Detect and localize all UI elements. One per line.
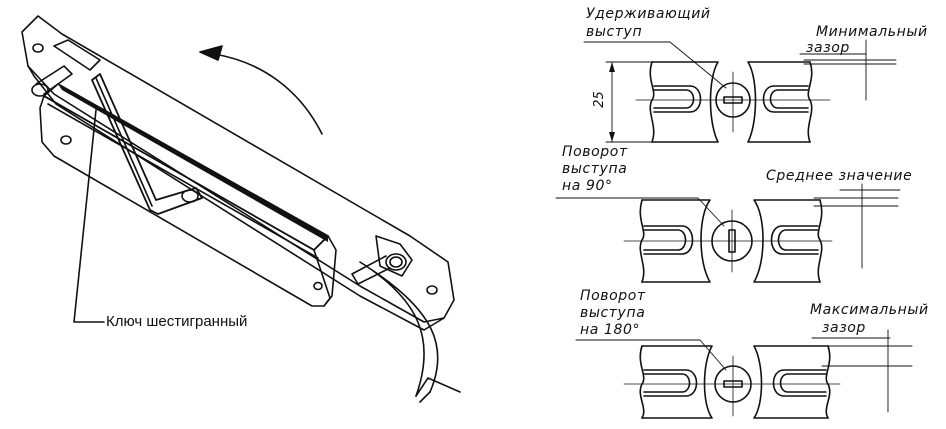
body-screw-left [61,136,71,144]
slot-right-inner [781,374,827,392]
slot-left-inner [644,230,686,250]
body-edge-line [48,104,318,258]
slot-right [774,370,827,396]
plate-edge [28,66,444,330]
plate-window-bottom [376,236,412,276]
min-gap-marker [804,40,896,100]
gap-view-3 [576,330,912,418]
break-left [640,346,643,418]
block-left [642,346,712,418]
cable [360,262,438,396]
mounting-plate [22,16,454,322]
break-right [826,346,829,418]
max-gap-label-line1: Максимальный [810,302,929,318]
rotate90-label-line2: выступа [562,161,628,177]
slot-right [772,226,819,254]
block-right [748,62,810,142]
lock-isometric [22,16,460,402]
mount-hole-top [33,44,43,52]
hex-key-edge [96,78,152,206]
rotate90-label-line1: Поворот [562,144,628,160]
gap-view-1 [584,40,896,142]
cable-end [416,378,460,402]
rotation-arrow-head [200,46,222,60]
min-gap-label-line2: зазор [806,40,850,56]
break-right [818,200,821,282]
shaft-bottom-inner [390,257,402,267]
block-left [652,62,718,142]
gap-view-2 [556,184,900,282]
mount-hole-bottom [427,286,437,294]
holder-leader [584,42,726,88]
slot-left-inner [654,90,694,108]
rotation-arrow [214,54,322,134]
block-right [754,346,828,418]
min-gap-label-line1: Минимальный [816,24,928,40]
break-right [808,62,811,142]
key-leader [74,110,104,322]
rotate180-label-line2: выступа [580,305,646,321]
rotate180-label-line1: Поворот [580,288,646,304]
plate-window-top [54,40,100,70]
hex-key-socket [182,190,198,202]
slot-right-inner [779,230,819,250]
rotate180-leader [576,340,726,370]
max-gap-label-line2: зазор [822,320,866,336]
slot-left [654,86,701,112]
block-right [754,200,820,282]
break-left [640,200,643,282]
lock-body-top [44,84,328,250]
rotate90-leader [556,198,724,226]
lock-body-band [58,84,328,242]
slot-right-inner [771,90,809,108]
dim-line [606,62,652,142]
hex-key [92,74,202,214]
rotate90-label-line3: на 90° [562,178,613,194]
break-left [650,62,653,142]
slot-left-inner [644,374,690,392]
shaft-bottom-body [352,256,390,284]
shaft-top [32,84,48,96]
shaft-top-body [36,66,72,94]
slot-left [644,226,693,254]
max-gap-marker [822,330,912,412]
block-left [642,200,710,282]
body-screw-right [314,283,322,290]
mid-value-label: Среднее значение [766,168,913,184]
lock-body-front [40,96,330,306]
lock-body-side [314,236,336,306]
dimension-label: 25 [591,91,607,108]
hex-key-label: Ключ шестигранный [106,313,248,330]
holder-label-line2: выступ [586,24,643,40]
slot-right [764,86,809,112]
rotate180-label-line3: на 180° [580,322,641,338]
mid-gap-marker [814,184,898,268]
holder-label-line1: Удерживающий [586,6,711,22]
shaft-bottom [386,254,406,270]
slot-left [644,370,697,396]
